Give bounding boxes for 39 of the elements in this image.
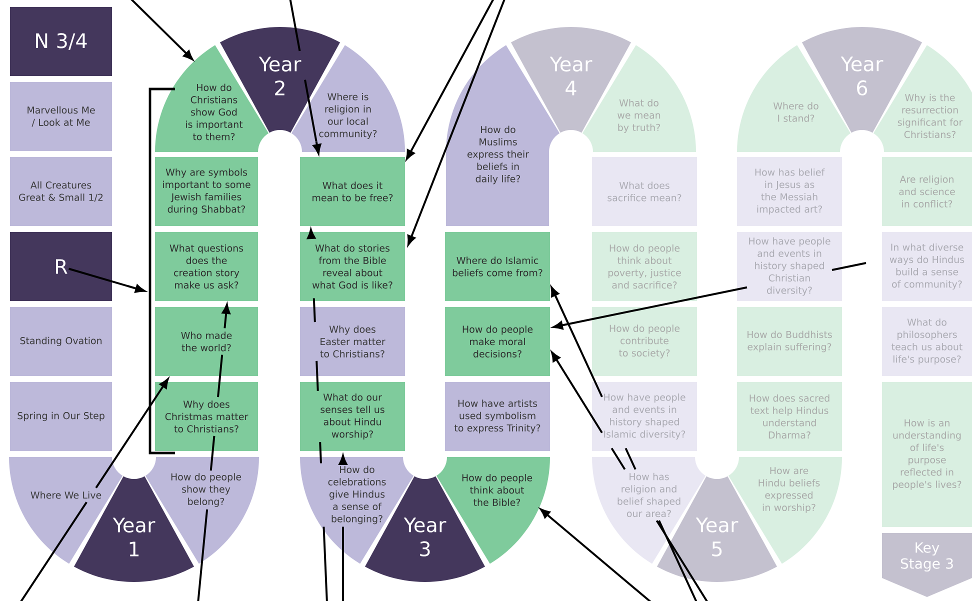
arrow xyxy=(551,352,709,601)
arrow xyxy=(19,378,169,601)
topic-box: How do people contribute to society? xyxy=(592,307,697,376)
topic-box: How do people think about poverty, justice and sacrifice? xyxy=(592,232,697,301)
arrow xyxy=(68,268,146,293)
topic-box: How do people make moral decisions? xyxy=(445,307,550,376)
topic-box: What do stories from the Bible reveal about what God is like? xyxy=(300,232,405,301)
topic-box: How has belief in Jesus as the Messiah impacted art? xyxy=(737,157,842,226)
arrow xyxy=(540,508,653,601)
topic-box: What does it mean to be free? xyxy=(300,157,405,226)
topic-box: How have people and events in history shaped Christian diversity? xyxy=(737,232,842,301)
topic-box: How does sacred text help Hindus understand Dharma? xyxy=(737,382,842,451)
topic-box: Standing Ovation xyxy=(10,307,112,376)
topic-box: How have people and events in history shaped Islamic diversity? xyxy=(592,382,697,451)
topic-box: Where do Islamic beliefs come from? xyxy=(445,232,550,301)
topic-box: Why does Easter matter to Christians? xyxy=(300,307,405,376)
topic-box: Are religion and science in conflict? xyxy=(882,157,972,226)
topic-box: In what diverse ways do Hindus build a sense of community? xyxy=(882,232,972,301)
arrow xyxy=(289,0,322,154)
stage-box: R xyxy=(10,232,112,301)
arrow xyxy=(407,0,506,246)
topic-box: What do our senses tell us about Hindu worship? xyxy=(300,382,405,451)
arrow xyxy=(406,0,495,160)
topic-box: Why are symbols important to some Jewish families during Shabbat? xyxy=(155,157,258,226)
topic-box: How do Buddhists explain suffering? xyxy=(737,307,842,376)
topic-box: How have artists used symbolism to express Trinity? xyxy=(445,382,550,451)
arrow xyxy=(550,286,698,601)
arrow xyxy=(338,455,348,601)
topic-box: What do philosophers teach us about life's purpose? xyxy=(882,307,972,376)
stage-box: N 3/4 xyxy=(10,7,112,76)
topic-box: Marvellous Me / Look at Me xyxy=(10,82,112,151)
topic-box: What does sacrifice mean? xyxy=(592,157,697,226)
topic-box: What questions does the creation story make us ask? xyxy=(155,232,258,301)
arrow xyxy=(552,262,866,330)
key-stage-banner: Key Stage 3 xyxy=(882,533,972,597)
topic-box: How is an understanding of life's purpose reflected in people's lives? xyxy=(882,382,972,527)
topic-box: All Creatures Great & Small 1/2 xyxy=(10,157,112,226)
topic-box: Spring in Our Step xyxy=(10,382,112,451)
arrow xyxy=(129,0,194,60)
